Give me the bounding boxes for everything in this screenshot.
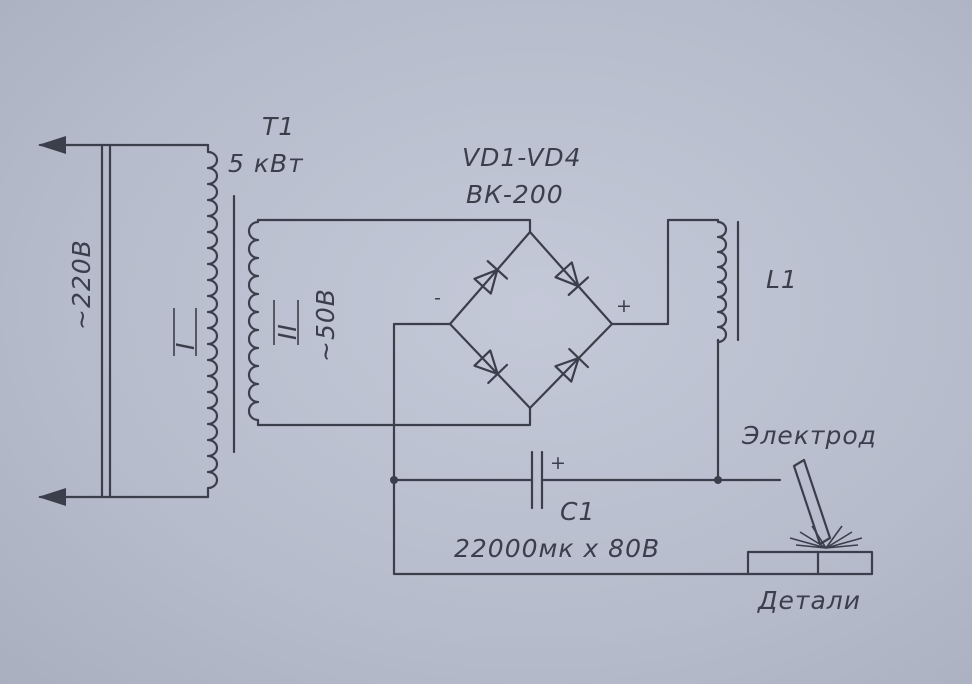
primary-winding-label: I (171, 342, 200, 350)
wire-secondary-bottom (256, 406, 532, 427)
junction-dot-right (714, 476, 722, 484)
capacitor-designator: C1 (560, 497, 595, 526)
junction-dot-left (390, 476, 398, 484)
primary-winding-coil (206, 143, 219, 499)
transformer-t1: T1 5 кВт I II ~50В (171, 112, 340, 499)
bridge-type: ВК-200 (466, 180, 564, 209)
capacitor-value: 22000мк х 80В (454, 534, 660, 563)
bridge-minus-sign: - (434, 287, 442, 309)
secondary-winding-label: II (273, 323, 302, 340)
wire-secondary-top (256, 218, 532, 234)
workpiece-icon (746, 550, 874, 576)
bridge-designator: VD1-VD4 (462, 143, 582, 172)
choke-designator: L1 (766, 265, 798, 294)
choke-l1: L1 (716, 218, 798, 344)
electrode-rod-icon (792, 458, 832, 546)
diode-vd4-icon (554, 347, 590, 383)
output-voltage-label: ~50В (311, 288, 340, 362)
input-arrow-bottom-icon (38, 488, 66, 506)
choke-coil (716, 218, 728, 344)
transformer-designator: T1 (262, 112, 295, 141)
input-arrow-top-icon (38, 136, 66, 154)
diode-vd3-icon (473, 349, 509, 385)
wire-minus-rail (392, 322, 750, 576)
bridge-plus-sign: + (616, 295, 633, 317)
capacitor-plus-sign: + (550, 452, 567, 474)
mains-input: ~220В (38, 136, 210, 506)
electrode-label: Электрод (741, 421, 877, 450)
capacitor-c1: + C1 22000мк х 80В (390, 450, 782, 563)
wire-plus-to-choke (610, 218, 720, 326)
electrode-assembly: Электрод Детали (741, 421, 877, 615)
diode-vd2-icon (554, 261, 590, 296)
transformer-power: 5 кВт (228, 149, 304, 178)
secondary-winding-coil (247, 218, 260, 427)
input-voltage-label: ~220В (67, 239, 96, 330)
diode-vd1-icon (473, 260, 509, 295)
arc-sparks-icon (789, 525, 863, 549)
diode-bridge: VD1-VD4 ВК-200 - + (434, 143, 633, 410)
bridge-outline (448, 230, 614, 410)
workpiece-label: Детали (757, 586, 861, 615)
